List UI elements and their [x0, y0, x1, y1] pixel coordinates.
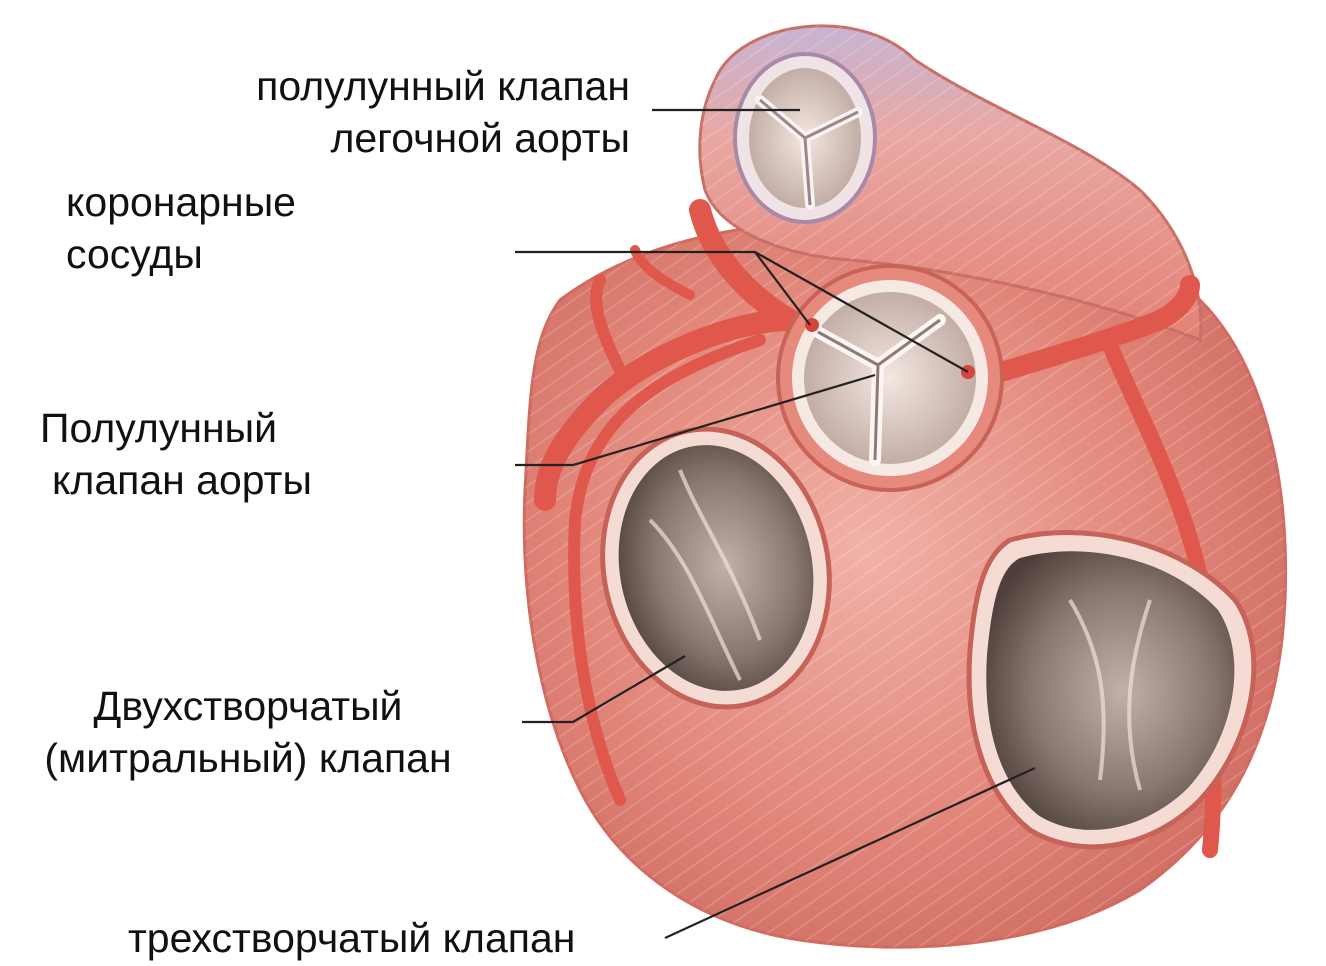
- label-pulmonary-valve-line-2: легочной аорты: [190, 112, 630, 164]
- label-mitral-valve-line-2: (митральный) клапан: [8, 732, 488, 784]
- label-pulmonary-valve-line-1: полулунный клапан: [190, 60, 630, 112]
- label-tricuspid-valve-line-1: трехстворчатый клапан: [128, 912, 575, 964]
- label-aortic-valve-line-2: клапан аорты: [40, 454, 312, 506]
- label-coronary-vessels-line-1: коронарные: [66, 176, 296, 228]
- label-tricuspid-valve: трехстворчатый клапан: [128, 912, 575, 964]
- pulmonary-valve: [735, 54, 875, 222]
- label-mitral-valve-line-1: Двухстворчатый: [8, 680, 488, 732]
- label-coronary-vessels: коронарные сосуды: [66, 176, 296, 280]
- label-pulmonary-valve: полулунный клапан легочной аорты: [190, 60, 630, 164]
- label-aortic-valve-line-1: Полулунный: [40, 402, 312, 454]
- aortic-valve: [778, 266, 1002, 490]
- label-aortic-valve: Полулунный клапан аорты: [40, 402, 312, 506]
- label-mitral-valve: Двухстворчатый (митральный) клапан: [8, 680, 488, 784]
- label-coronary-vessels-line-2: сосуды: [66, 228, 296, 280]
